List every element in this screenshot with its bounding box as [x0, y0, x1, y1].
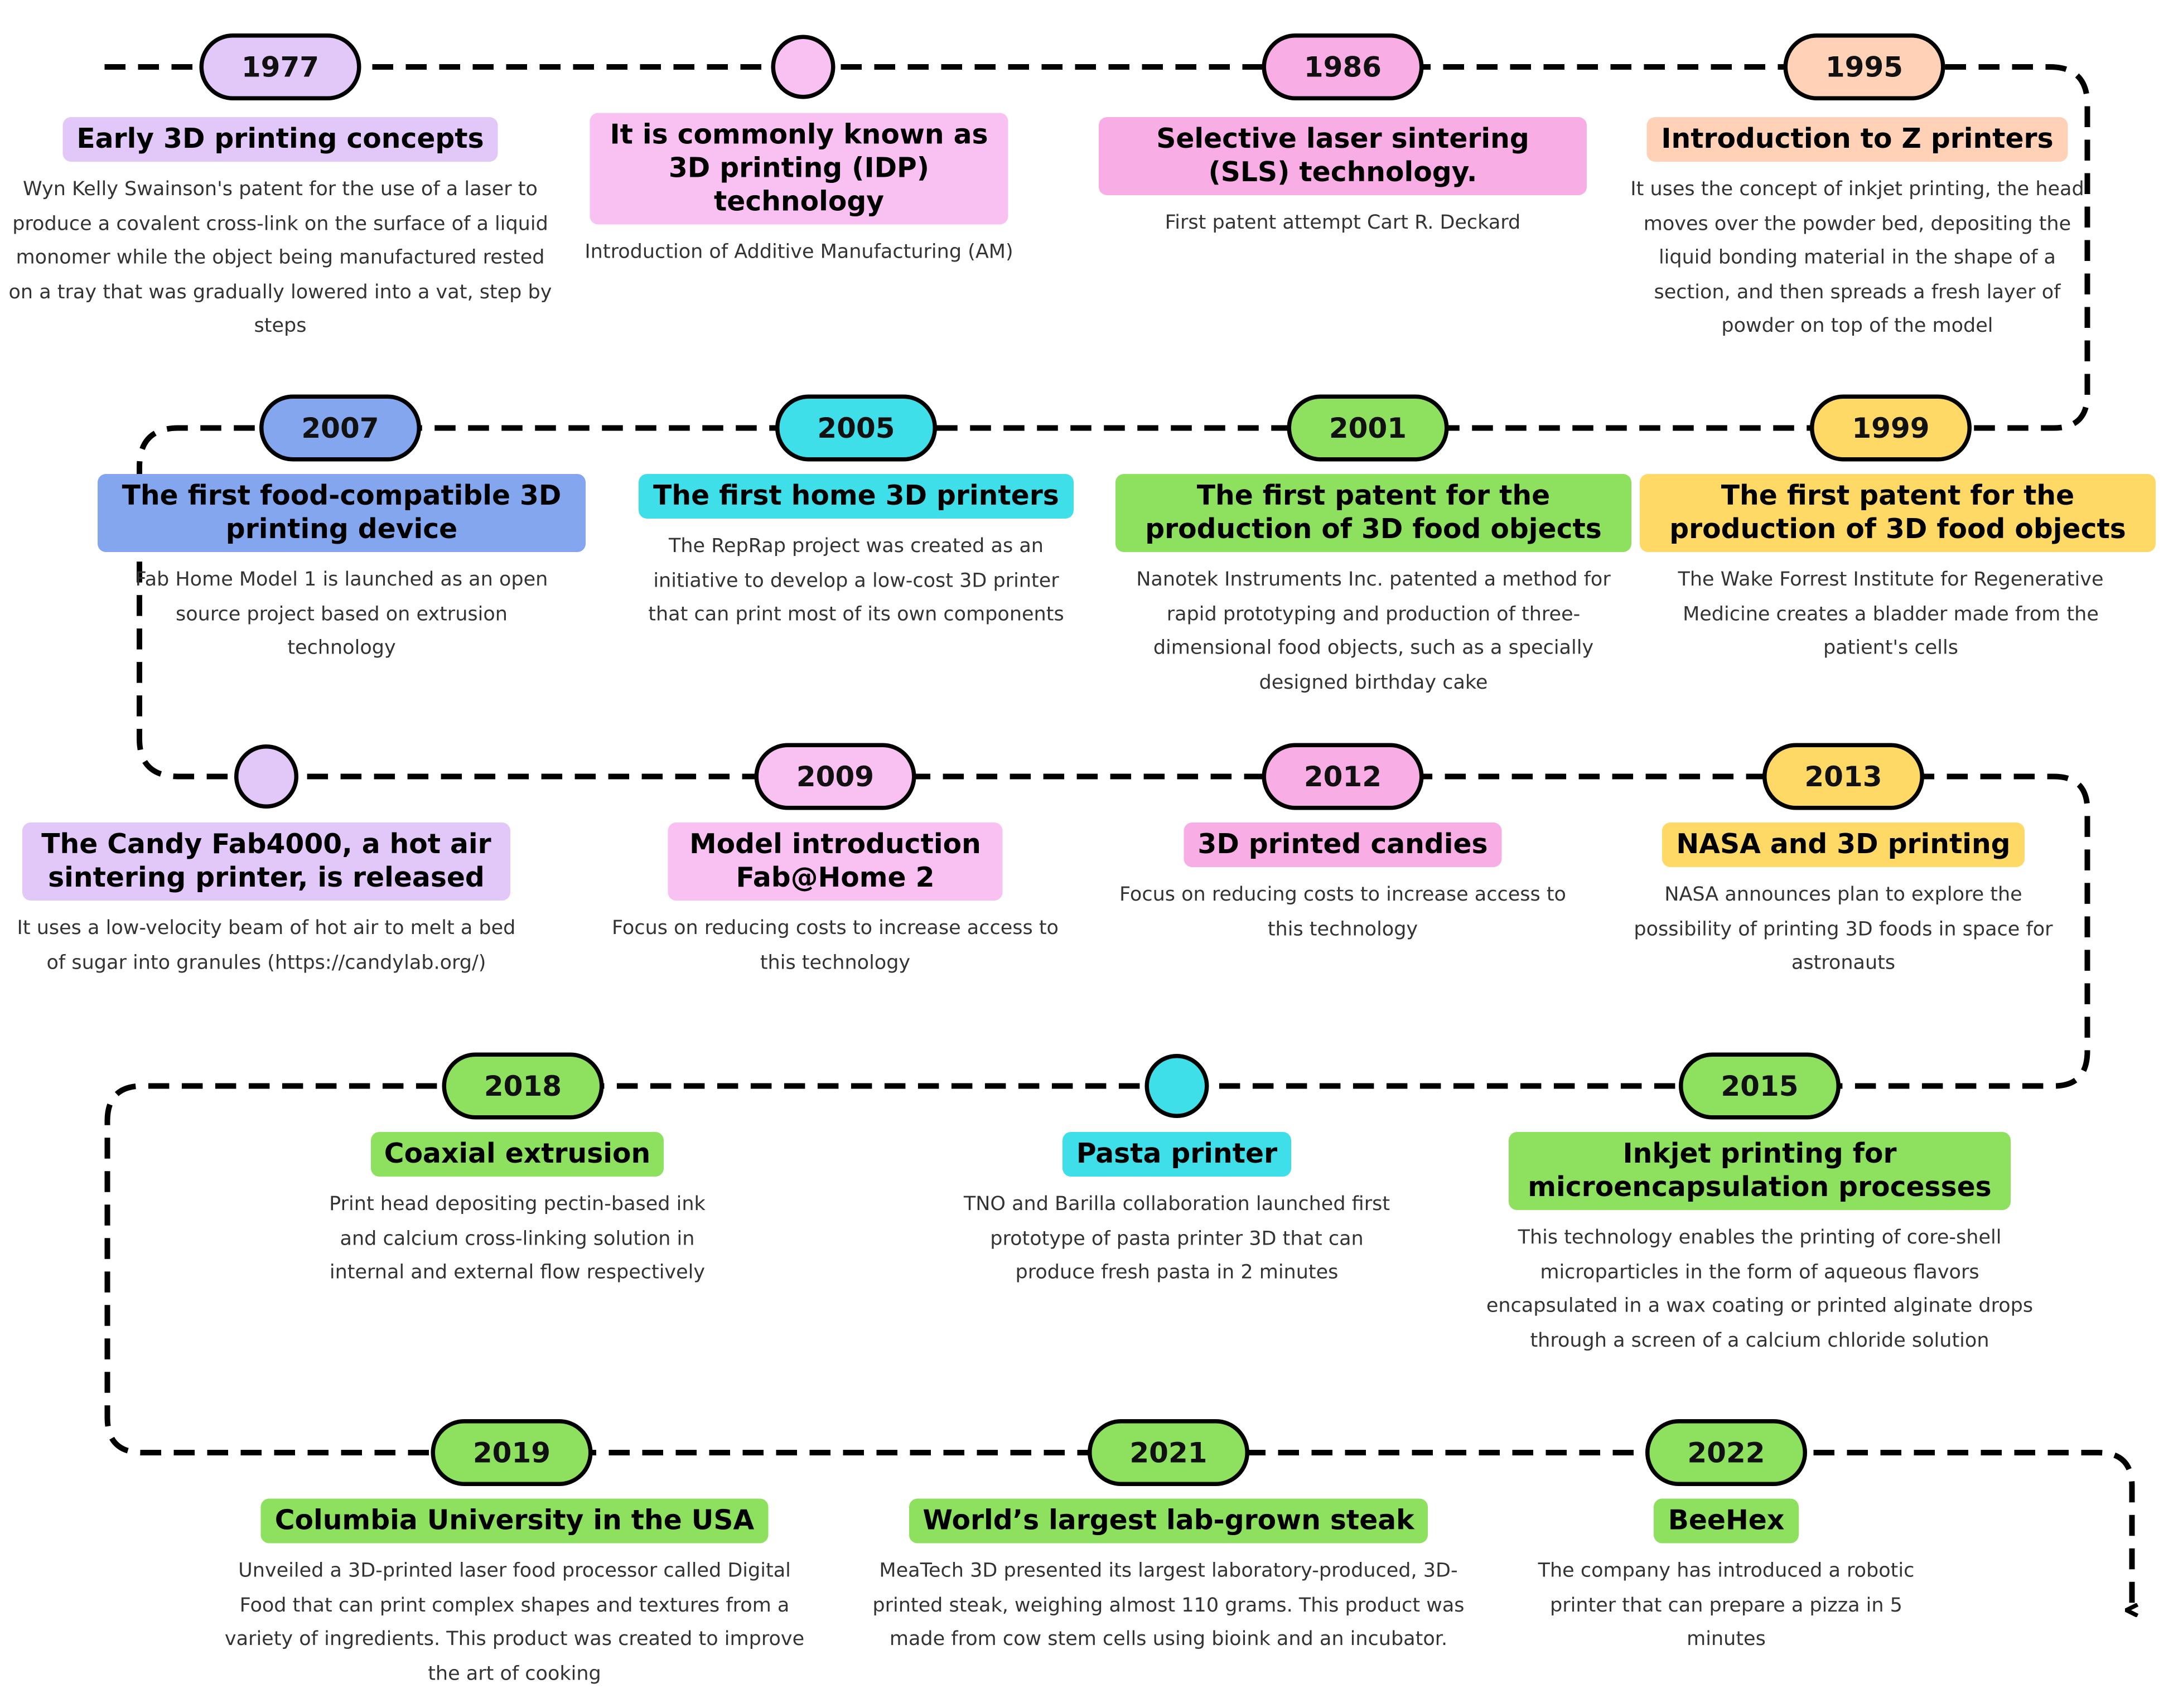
year-marker-2009: 2009: [754, 743, 916, 810]
event-description: Fab Home Model 1 is launched as an open …: [135, 569, 548, 660]
event-title: Model introduction Fab@Home 2: [668, 822, 1003, 901]
timeline-event: The Candy Fab4000, a hot air sintering p…: [16, 822, 518, 980]
event-title: World’s largest lab-grown steak: [909, 1498, 1428, 1544]
timeline-event: Inkjet printing for microencapsulation p…: [1474, 1132, 2046, 1358]
unlabeled-milestone-dot: [771, 35, 835, 99]
event-title: 3D printed candies: [1184, 822, 1502, 867]
event-description: The company has introduced a robotic pri…: [1538, 1560, 1915, 1651]
timeline-event: Introduction to Z printers It uses the c…: [1627, 117, 2088, 343]
timeline-event: The first home 3D printers The RepRap pr…: [619, 474, 1093, 632]
event-title: Pasta printer: [1062, 1132, 1292, 1177]
year-marker-1999: 1999: [1810, 394, 1972, 462]
event-description: The Wake Forrest Institute for Regenerat…: [1678, 569, 2104, 660]
timeline-event: The first patent for the production of 3…: [1115, 474, 1631, 700]
event-description: It uses a low-velocity beam of hot air t…: [17, 917, 516, 974]
event-title: BeeHex: [1654, 1498, 1799, 1544]
timeline-event: The first food-compatible 3D printing de…: [98, 474, 586, 666]
event-title: Selective laser sintering (SLS) technolo…: [1099, 117, 1587, 195]
event-title: The first home 3D printers: [639, 474, 1073, 519]
event-title: The first food-compatible 3D printing de…: [98, 474, 586, 552]
year-marker-2005: 2005: [775, 394, 937, 462]
year-marker-2007: 2007: [259, 394, 421, 462]
year-marker-2021: 2021: [1088, 1419, 1249, 1486]
year-marker-2018: 2018: [442, 1052, 604, 1120]
event-title: Inkjet printing for microencapsulation p…: [1509, 1132, 2011, 1210]
event-description: Focus on reducing costs to increase acce…: [612, 917, 1059, 974]
timeline-event: The first patent for the production of 3…: [1640, 474, 2156, 666]
timeline-event: Columbia University in the USA Unveiled …: [222, 1498, 808, 1691]
event-title: The first patent for the production of 3…: [1115, 474, 1631, 552]
timeline-event: BeeHex The company has introduced a robo…: [1524, 1498, 1929, 1657]
timeline-event: World’s largest lab-grown steak MeaTech …: [848, 1498, 1489, 1657]
event-description: Print head depositing pectin-based ink a…: [329, 1193, 706, 1284]
event-title: Introduction to Z printers: [1647, 117, 2068, 162]
year-marker-1995: 1995: [1783, 33, 1945, 100]
timeline-event: Coaxial extrusion Print head depositing …: [315, 1132, 719, 1290]
dashed-connector-line: [104, 64, 2132, 1610]
event-description: This technology enables the printing of …: [1486, 1227, 2034, 1352]
event-title: The Candy Fab4000, a hot air sintering p…: [22, 822, 510, 901]
event-title: The first patent for the production of 3…: [1640, 474, 2156, 552]
year-marker-2019: 2019: [431, 1419, 593, 1486]
timeline-event: It is commonly known as 3D printing (IDP…: [576, 113, 1022, 270]
event-title: NASA and 3D printing: [1662, 822, 2025, 867]
unlabeled-milestone-dot: [234, 744, 298, 809]
unlabeled-milestone-dot: [1144, 1054, 1209, 1118]
timeline-event: Selective laser sintering (SLS) technolo…: [1078, 117, 1608, 240]
year-marker-1977: 1977: [199, 33, 361, 100]
timeline-event: NASA and 3D printing NASA announces plan…: [1614, 822, 2074, 981]
event-description: MeaTech 3D presented its largest laborat…: [872, 1560, 1465, 1651]
year-marker-2015: 2015: [1679, 1052, 1841, 1120]
year-marker-2012: 2012: [1262, 743, 1424, 810]
year-marker-2013: 2013: [1762, 743, 1924, 810]
timeline-event: Pasta printer TNO and Barilla collaborat…: [961, 1132, 1393, 1290]
event-description: NASA announces plan to explore the possi…: [1634, 884, 2053, 975]
event-description: Wyn Kelly Swainson's patent for the use …: [8, 178, 552, 337]
year-marker-2022: 2022: [1645, 1419, 1807, 1486]
event-title: Columbia University in the USA: [260, 1498, 769, 1544]
event-title: Coaxial extrusion: [370, 1132, 665, 1177]
event-description: The RepRap project was created as an ini…: [648, 535, 1064, 626]
event-description: Introduction of Additive Manufacturing (…: [585, 241, 1013, 264]
timeline-event: Model introduction Fab@Home 2 Focus on r…: [605, 822, 1065, 980]
event-description: Focus on reducing costs to increase acce…: [1119, 884, 1566, 941]
event-description: Nanotek Instruments Inc. patented a meth…: [1136, 569, 1611, 694]
event-description: TNO and Barilla collaboration launched f…: [963, 1193, 1390, 1284]
year-marker-1986: 1986: [1262, 33, 1424, 100]
event-description: Unveiled a 3D-printed laser food process…: [224, 1560, 805, 1685]
timeline-event: 3D printed candies Focus on reducing cos…: [1113, 822, 1573, 947]
event-description: It uses the concept of inkjet printing, …: [1630, 178, 2084, 337]
event-title: It is commonly known as 3D printing (IDP…: [590, 113, 1008, 225]
event-title: Early 3D printing concepts: [62, 117, 498, 162]
event-description: First patent attempt Cart R. Deckard: [1165, 212, 1521, 234]
timeline-event: Early 3D printing concepts Wyn Kelly Swa…: [8, 117, 552, 343]
year-marker-2001: 2001: [1287, 394, 1449, 462]
